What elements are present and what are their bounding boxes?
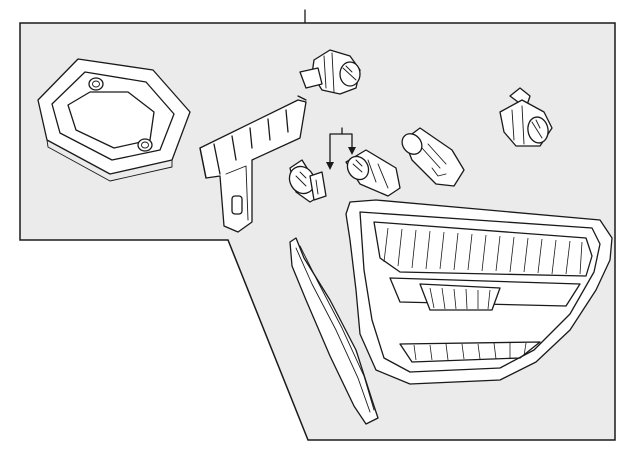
bayonet-bulb-part[interactable]	[398, 127, 465, 187]
callout-arrows	[326, 127, 356, 170]
wedge-bulb-right-part[interactable]	[343, 149, 401, 197]
tail-lamp-assembly-part[interactable]	[345, 199, 613, 385]
harness-bracket-part[interactable]	[199, 95, 307, 233]
wedge-bulb-left-part[interactable]	[285, 159, 327, 203]
bulb-socket-right-part[interactable]	[499, 87, 553, 147]
gasket-seal-part[interactable]	[37, 58, 191, 182]
trim-strip-part[interactable]	[289, 237, 379, 425]
bulb-socket-upper-part[interactable]	[299, 49, 361, 95]
